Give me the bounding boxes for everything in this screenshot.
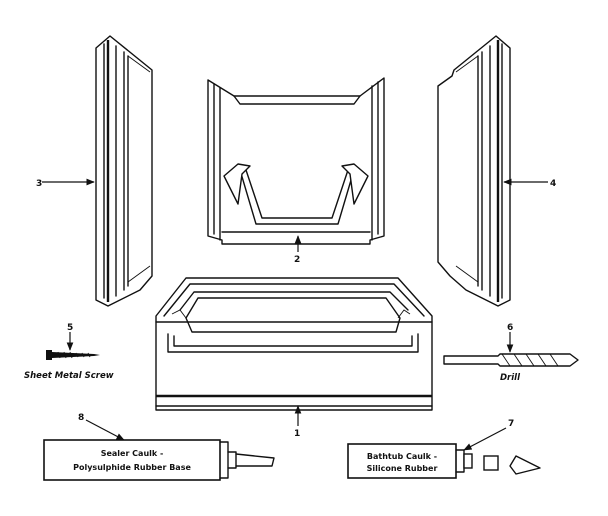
part-number-6: 6: [507, 323, 513, 333]
part-number-5: 5: [67, 323, 73, 333]
label-bathtub-caulk-line2: Silicone Rubber: [367, 464, 438, 473]
label-sealer-caulk-line2: Polysulphide Rubber Base: [73, 463, 191, 472]
part-number-8: 8: [78, 413, 84, 423]
label-sheet-metal-screw: Sheet Metal Screw: [24, 371, 114, 381]
label-drill: Drill: [500, 373, 521, 383]
right-wall-panel: [437, 35, 511, 307]
leader-arrows: [42, 178, 548, 451]
drill-bit: [443, 353, 579, 367]
left-wall-panel: [95, 35, 153, 307]
part-number-7: 7: [508, 419, 514, 429]
part-number-3: 3: [36, 179, 42, 189]
part-number-2: 2: [294, 255, 300, 265]
label-bathtub-caulk-line1: Bathtub Caulk -: [367, 452, 437, 461]
part-number-4: 4: [550, 179, 556, 189]
bathtub: [155, 277, 433, 411]
bathtub-caulk-tube: [347, 443, 541, 479]
part-number-1: 1: [294, 429, 300, 439]
back-wall-panel: [207, 77, 385, 245]
sealer-caulk-tube: [43, 439, 275, 481]
sheet-metal-screw: [46, 350, 100, 360]
label-sealer-caulk-line1: Sealer Caulk -: [101, 449, 164, 458]
